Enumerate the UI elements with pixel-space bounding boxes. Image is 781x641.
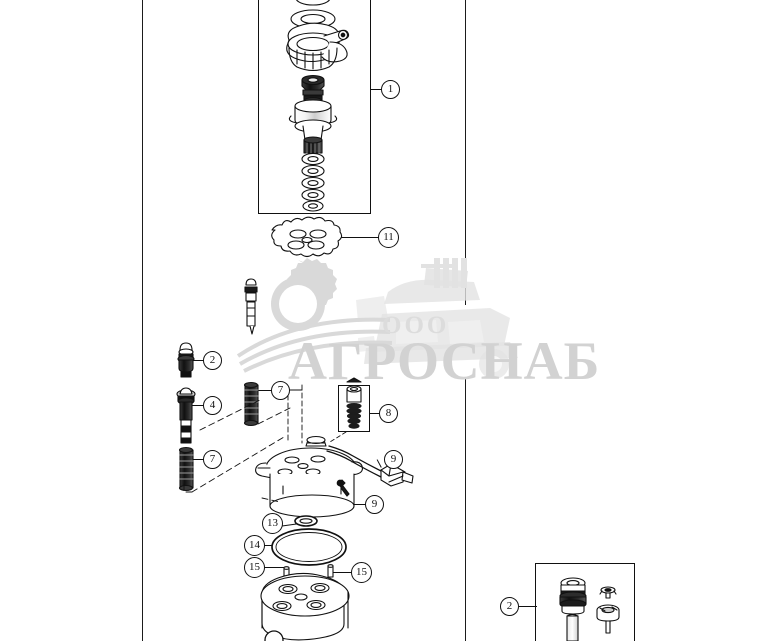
leader-inset-2	[519, 606, 537, 608]
inset-detail-box	[535, 563, 635, 641]
part-4-artwork	[176, 387, 196, 444]
callout-7-lower[interactable]: 7	[203, 450, 222, 469]
callout-9-harness[interactable]: 9	[384, 450, 403, 469]
part-7-lower-artwork	[178, 446, 194, 492]
callout-8[interactable]: 8	[379, 404, 398, 423]
leader-7-upper	[258, 390, 272, 392]
callout-4[interactable]: 4	[203, 396, 222, 415]
small-pin-artwork	[244, 278, 258, 335]
callout-11[interactable]: 11	[378, 227, 399, 248]
callout-7-upper[interactable]: 7	[271, 381, 290, 400]
leader-2	[192, 360, 204, 362]
assembly-guide-lines	[183, 399, 291, 503]
leader-15a	[264, 567, 286, 569]
leader-4	[188, 405, 204, 407]
leader-11	[341, 237, 379, 239]
page-rule-right-lower	[465, 378, 466, 641]
gasket-plate-artwork	[271, 216, 343, 258]
part-8-artwork	[346, 377, 362, 429]
part-9-harness-artwork	[326, 445, 414, 497]
assembly-1-box	[258, 0, 371, 214]
part-13-artwork	[294, 515, 318, 527]
leader-9b	[347, 504, 367, 506]
leader-15b	[333, 572, 352, 574]
page-rule-left	[142, 0, 143, 641]
callout-2[interactable]: 2	[203, 351, 222, 370]
pump-body-artwork	[255, 435, 363, 518]
callout-inset-2[interactable]: 2	[500, 597, 519, 616]
callout-14[interactable]: 14	[244, 535, 265, 556]
leader-1	[371, 89, 382, 91]
part-2-artwork	[177, 342, 195, 378]
assembly-drop-lines	[287, 384, 347, 444]
callout-15-right[interactable]: 15	[351, 562, 372, 583]
callout-1[interactable]: 1	[381, 80, 400, 99]
leader-8	[370, 413, 380, 415]
assembly-1-artwork	[286, 0, 350, 212]
callout-13[interactable]: 13	[262, 513, 283, 534]
page-rule-right-upper	[465, 0, 466, 305]
callout-15-left[interactable]: 15	[244, 557, 265, 578]
part-14-artwork	[271, 528, 347, 566]
part-7-upper-artwork	[243, 381, 259, 427]
leader-7-lower	[189, 459, 204, 461]
base-block-artwork	[260, 572, 350, 641]
inset-detail-artwork	[559, 577, 620, 641]
callout-9-screw[interactable]: 9	[365, 495, 384, 514]
